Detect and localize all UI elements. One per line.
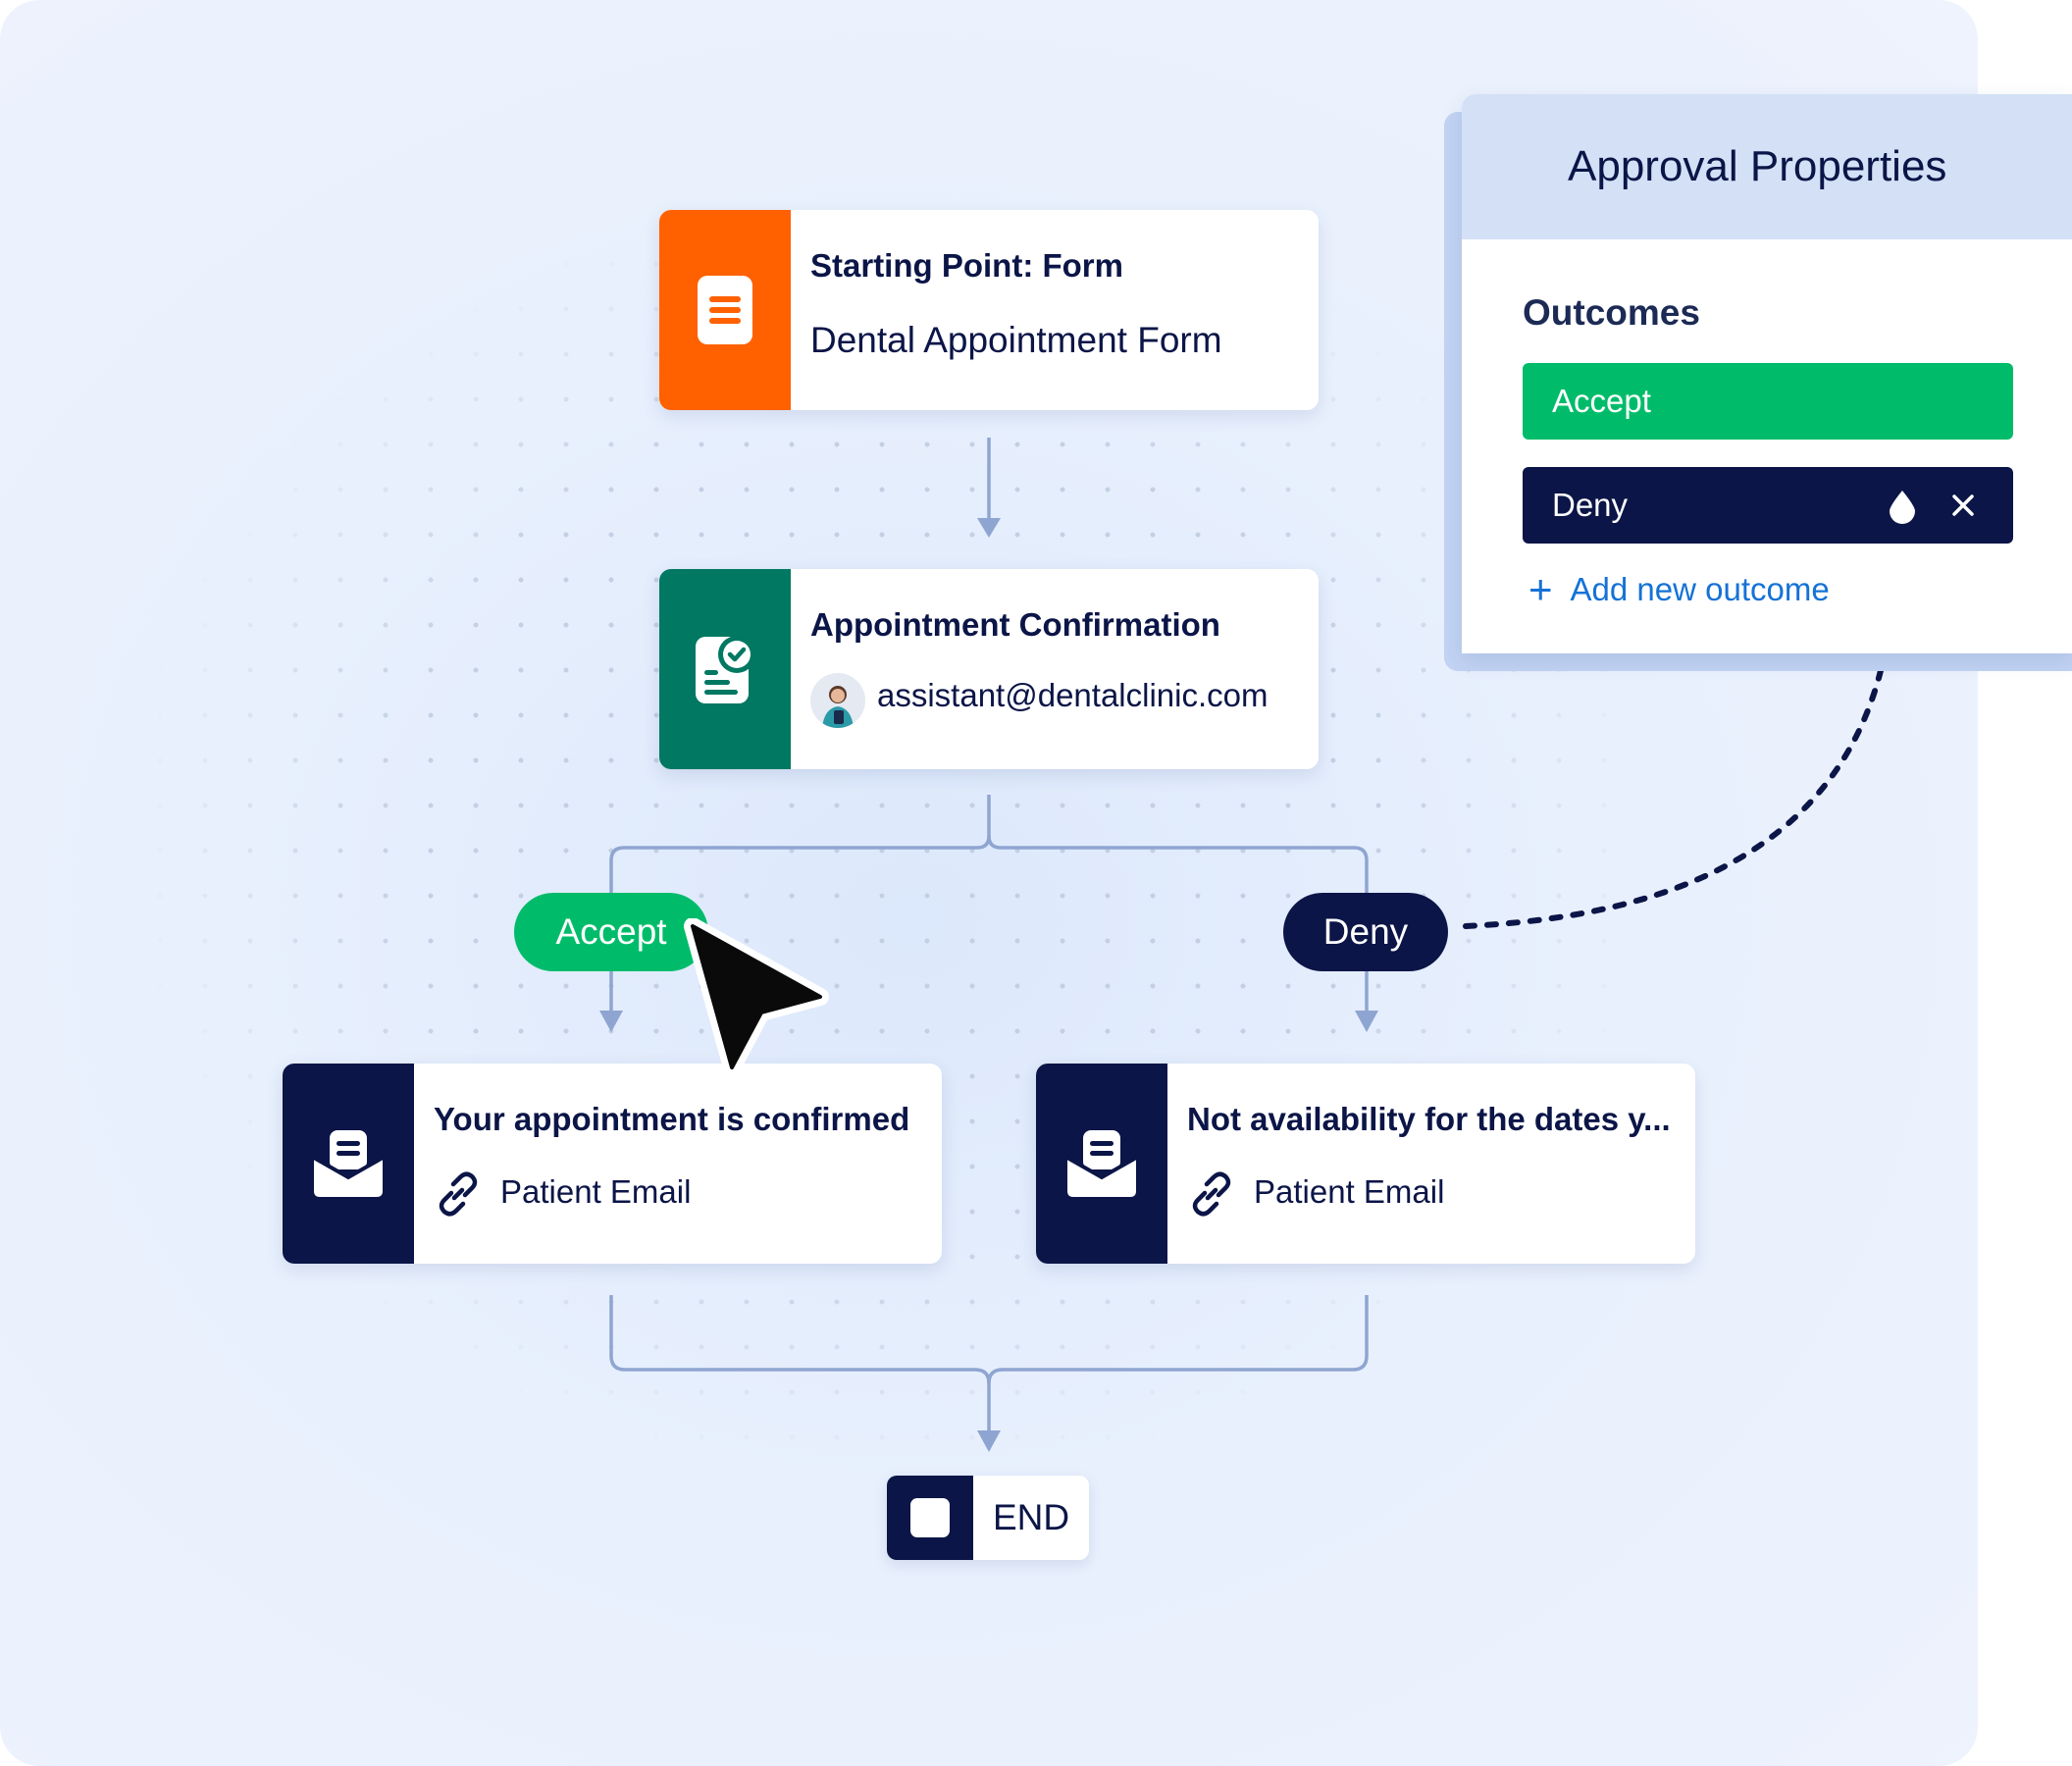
email-deny-node[interactable]: Not availability for the dates y... Pati… [1036,1064,1695,1264]
email-accept-recipient: Patient Email [500,1173,692,1210]
close-icon[interactable] [1950,493,1976,518]
end-label: END [993,1497,1070,1537]
outcome-accept-label: Accept [1552,383,1651,419]
approval-node-strip [659,569,791,769]
plus-icon: + [1528,566,1553,612]
email-icon [313,1130,384,1197]
approval-properties-panel: Approval Properties Outcomes Accept Deny… [1462,94,2072,653]
add-new-outcome-label: Add new outcome [1570,571,1830,607]
approval-icon [696,636,755,703]
color-drop-icon[interactable] [1888,489,1917,524]
link-icon [1192,1171,1231,1217]
link-icon [439,1171,478,1217]
branch-accept-label[interactable]: Accept [514,893,708,971]
start-node-strip [659,210,791,410]
outcome-deny-label: Deny [1552,487,1629,523]
connectors [599,438,1896,1452]
form-icon [698,276,752,344]
end-node[interactable]: END [887,1476,1089,1560]
outcome-deny[interactable]: Deny [1523,467,2013,544]
email-deny-strip [1036,1064,1167,1264]
email-deny-recipient: Patient Email [1254,1173,1445,1210]
email-deny-subject: Not availability for the dates y... [1187,1101,1671,1137]
approval-assignee-email: assistant@dentalclinic.com [877,677,1269,713]
start-node-form-name: Dental Appointment Form [810,320,1222,360]
panel-header: Approval Properties [1462,94,2072,239]
add-new-outcome-button[interactable]: + Add new outcome [1523,569,1830,610]
start-node[interactable]: Starting Point: Form Dental Appointment … [659,210,1319,410]
panel-title: Approval Properties [1568,142,1947,190]
email-accept-strip [283,1064,414,1264]
outcome-accept[interactable]: Accept [1523,363,2013,440]
outcomes-heading: Outcomes [1523,292,1700,333]
connector-merge [609,1295,991,1438]
approval-node-title: Appointment Confirmation [810,606,1220,643]
start-node-title: Starting Point: Form [810,247,1123,284]
stop-icon [887,1476,973,1560]
approval-node[interactable]: Appointment Confirmation assistant@denta… [659,569,1319,769]
email-accept-subject: Your appointment is confirmed [434,1101,910,1137]
mouse-pointer-icon [684,918,829,1075]
email-accept-node[interactable]: Your appointment is confirmed Patient Em… [283,1064,942,1264]
branch-deny-label[interactable]: Deny [1283,893,1448,971]
assignee-avatar [810,673,865,728]
email-icon [1066,1130,1137,1197]
